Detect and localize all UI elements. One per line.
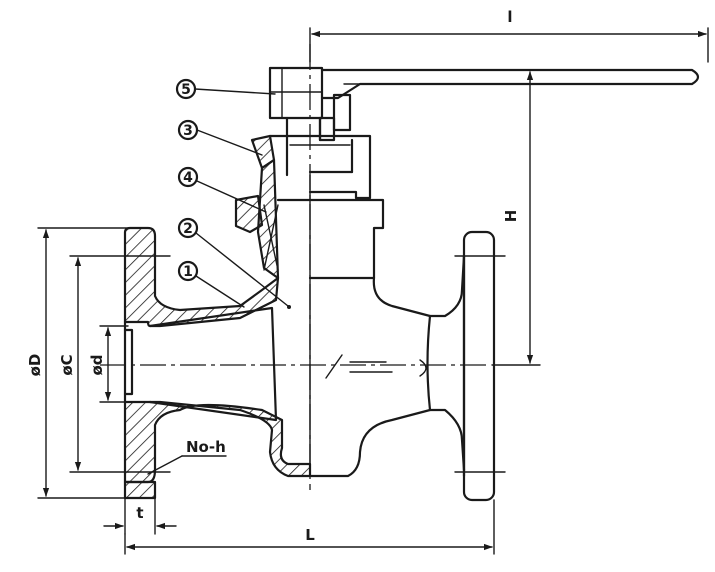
- dim-label-L: L: [305, 526, 315, 544]
- body-section: [123, 226, 312, 500]
- callout-4-label: 4: [183, 170, 193, 186]
- center-lines: [100, 44, 506, 490]
- dim-label-C: øC: [58, 354, 76, 375]
- callout-5: 5: [175, 78, 276, 100]
- callout-4: 4: [177, 166, 267, 213]
- dim-flange-thickness: t: [103, 497, 177, 535]
- callout-3: 3: [177, 119, 263, 156]
- callout-3-label: 3: [183, 123, 193, 139]
- dim-label-d: ød: [88, 354, 106, 375]
- dim-label-D: øD: [26, 354, 44, 377]
- dim-face-to-face: L: [124, 499, 495, 555]
- callout-5-label: 5: [181, 82, 191, 98]
- dim-handle-length: l: [309, 8, 709, 63]
- callout-1: 1: [177, 260, 245, 308]
- bolt-holes-callout: No-h: [147, 438, 227, 475]
- dim-label-noh: No-h: [186, 438, 226, 456]
- dim-bore: ød: [88, 325, 129, 403]
- dim-label-t: t: [136, 504, 143, 522]
- handle-lever: [320, 68, 700, 100]
- dim-label-l: l: [507, 8, 512, 26]
- dim-bolt-circle: øC: [58, 255, 129, 473]
- bonnet: [234, 158, 385, 280]
- dim-label-H: H: [502, 210, 520, 223]
- callout-2-label: 2: [183, 221, 193, 237]
- body-outline: [308, 174, 496, 502]
- callout-1-label: 1: [183, 264, 193, 280]
- dim-height: H: [491, 69, 541, 366]
- callout-2: 2: [177, 217, 291, 309]
- dim-flange-od: øD: [26, 227, 129, 499]
- gland-cover: [250, 134, 372, 200]
